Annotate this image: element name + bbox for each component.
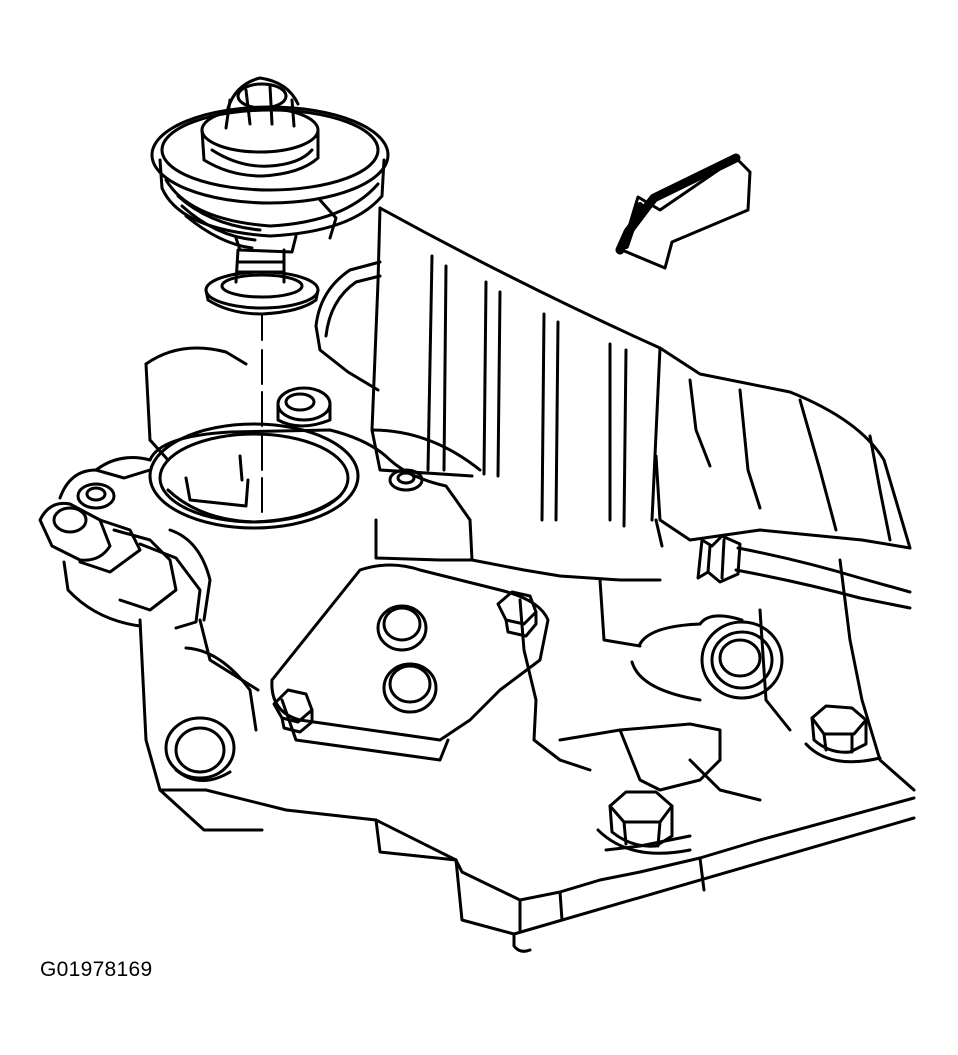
thermostat [150, 76, 390, 316]
mounting-bracket [270, 563, 550, 762]
thermostat-housing [58, 346, 472, 530]
bracket-bolt [272, 590, 538, 734]
intake-manifold [314, 206, 912, 550]
cylinder-head [138, 518, 916, 953]
coolant-pipe [696, 534, 912, 610]
head-bolt-right [804, 704, 882, 764]
direction-arrow [615, 153, 752, 270]
head-bolt-center [596, 790, 692, 855]
coolant-outlet-port [630, 614, 784, 702]
coolant-temperature-sensor [38, 501, 212, 630]
figure-id: G01978169 [40, 958, 153, 981]
lower-boss [164, 716, 236, 782]
